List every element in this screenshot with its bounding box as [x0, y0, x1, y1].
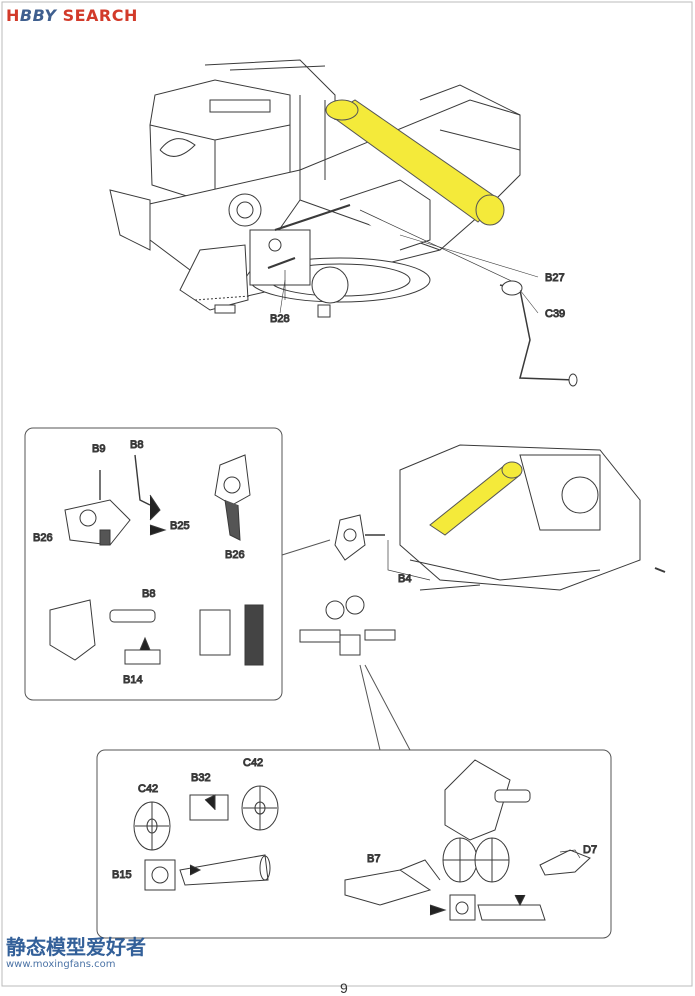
page-number: 9: [340, 980, 348, 996]
label-b28: B28: [270, 313, 290, 325]
label-b32: B32: [191, 772, 211, 784]
inset2-parts: [133, 759, 591, 921]
label-b27: B27: [545, 272, 565, 284]
secondary-gun-assembly: [299, 444, 666, 656]
moxingfans-url: www.moxingfans.com: [6, 959, 116, 970]
label-b4: B4: [398, 573, 411, 585]
label-b9: B9: [92, 443, 105, 455]
label-b26-right: B26: [225, 549, 245, 561]
hobby-search-watermark: HBBY SEARCH: [6, 6, 138, 25]
label-c42-right: C42: [243, 757, 263, 769]
label-c39: C39: [545, 308, 565, 320]
label-b25: B25: [170, 520, 190, 532]
main-gun-assembly: [109, 59, 578, 387]
label-c42-left: C42: [138, 783, 158, 795]
label-b8-top: B8: [130, 439, 143, 451]
label-b7: B7: [367, 853, 380, 865]
label-b15: B15: [112, 869, 132, 881]
label-d7: D7: [583, 844, 597, 856]
moxingfans-watermark: 静态模型爱好者: [6, 935, 146, 959]
inset1-parts: [49, 454, 264, 666]
label-b8-mid: B8: [142, 588, 155, 600]
label-b14: B14: [123, 674, 143, 686]
label-b26-left: B26: [33, 532, 53, 544]
